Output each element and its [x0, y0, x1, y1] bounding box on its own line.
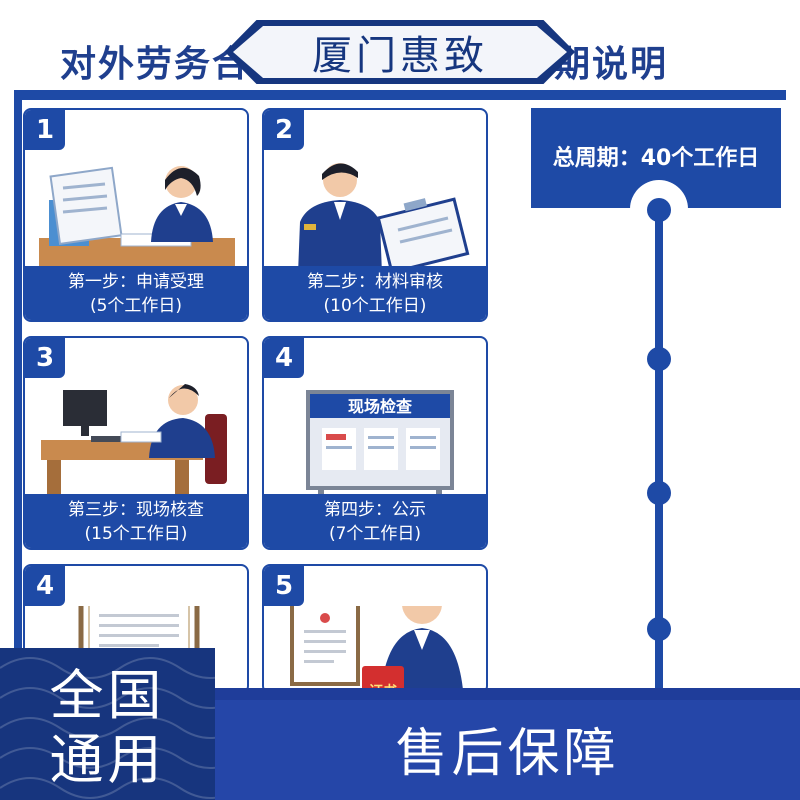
- step-number: 5: [264, 566, 304, 606]
- step-number: 4: [25, 566, 65, 606]
- coverage-line-1: 全国: [49, 664, 166, 727]
- coverage-label: 全国 通用: [0, 664, 215, 792]
- coverage-line-2: 通用: [49, 728, 166, 791]
- step-title: 第一步：申请受理: [68, 272, 204, 292]
- step-duration: (7个工作日): [328, 524, 422, 544]
- step-number: 4: [264, 338, 304, 378]
- step-title: 第三步：现场核查: [68, 500, 204, 520]
- wave-pattern-icon: [0, 657, 215, 799]
- step-number: 2: [264, 110, 304, 150]
- step-title: 第四步：公示: [324, 500, 426, 520]
- top-divider: [14, 90, 786, 100]
- step-card-6: 5 证书: [262, 564, 488, 694]
- step-caption: 第三步：现场核查 (15个工作日): [25, 494, 247, 548]
- left-divider: [14, 90, 22, 690]
- step-title: 第二步：材料审核: [307, 272, 443, 292]
- brand-name: 厦门惠致: [312, 33, 488, 79]
- inspection-board-icon: 现场检查: [300, 390, 460, 502]
- step-card-1: 1 第一步：申请受理 (5个工作日): [23, 108, 249, 322]
- step-duration: (10个工作日): [323, 296, 427, 316]
- officer-with-certificate-icon: 证书: [290, 606, 464, 694]
- step-duration: (15个工作日): [84, 524, 188, 544]
- total-period-box: 总周期：40个工作日: [531, 108, 781, 208]
- total-period: 总周期：40个工作日: [552, 146, 760, 171]
- clerk-at-computer-icon: [41, 384, 227, 498]
- bottom-banner-left: [0, 648, 215, 800]
- clerk-with-documents-icon: [39, 166, 235, 268]
- timeline-dot: [647, 347, 671, 371]
- timeline-dot: [647, 617, 671, 641]
- step-caption: 第四步：公示 (7个工作日): [264, 494, 486, 548]
- step-number: 1: [25, 110, 65, 150]
- step-caption: 第二步：材料审核 (10个工作日): [264, 266, 486, 320]
- brand-badge: 厦门惠致: [225, 20, 575, 84]
- timeline-dot: [647, 198, 671, 222]
- certificate-badge: 证书: [369, 683, 397, 694]
- timeline-line: [655, 205, 663, 695]
- step-number: 3: [25, 338, 65, 378]
- timeline-dot: [647, 481, 671, 505]
- step-card-4: 4 现场检查 第四步：公示 (7个工作日): [262, 336, 488, 550]
- step-caption: 第一步：申请受理 (5个工作日): [25, 266, 247, 320]
- bottom-banner-right: [215, 700, 800, 800]
- board-title: 现场检查: [348, 397, 412, 416]
- after-sales-label: 售后保障: [395, 724, 620, 784]
- officer-with-clipboard-icon: [298, 163, 470, 274]
- step-duration: (5个工作日): [89, 296, 183, 316]
- step-card-2: 2 第二步：材料审核 (10个工作日): [262, 108, 488, 322]
- step-card-3: 3 第三步：现场核查 (15个工作日): [23, 336, 249, 550]
